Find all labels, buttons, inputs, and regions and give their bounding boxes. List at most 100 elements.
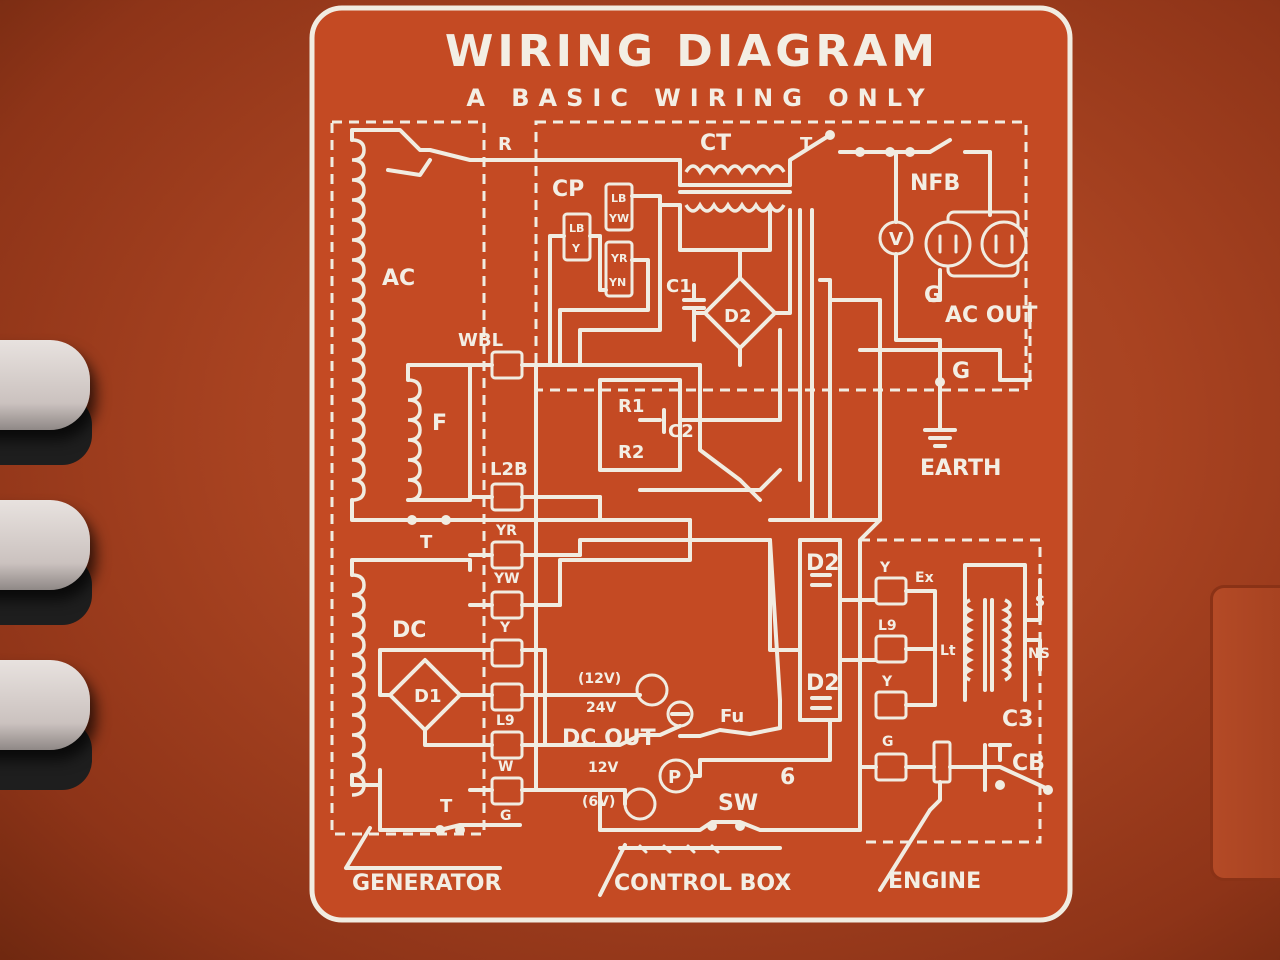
wire bbox=[963, 150, 992, 217]
svg-text:YW: YW bbox=[608, 212, 629, 225]
wire bbox=[534, 363, 547, 792]
wire bbox=[558, 693, 642, 806]
wire bbox=[350, 498, 692, 522]
label-dc-out: DC OUT bbox=[562, 726, 656, 751]
label-v: V bbox=[889, 229, 903, 250]
wire bbox=[690, 718, 832, 778]
diode-pair bbox=[810, 573, 832, 710]
field-winding bbox=[407, 378, 422, 502]
label-fu: Fu bbox=[720, 706, 744, 727]
wire bbox=[798, 538, 842, 722]
wire bbox=[543, 724, 682, 747]
label-l2b: L2B bbox=[490, 459, 528, 480]
label-r2: R2 bbox=[618, 442, 644, 463]
section-control-box: CONTROL BOX bbox=[614, 871, 791, 896]
label-earth: EARTH bbox=[920, 456, 1001, 481]
wire bbox=[904, 589, 937, 707]
label-r1: R1 bbox=[618, 396, 644, 417]
diagram-subtitle: A BASIC WIRING ONLY bbox=[466, 84, 933, 112]
label-c1: C1 bbox=[666, 276, 692, 297]
label-p: P bbox=[668, 767, 681, 788]
earth-symbol bbox=[923, 380, 957, 448]
label-ac-out: AC OUT bbox=[945, 303, 1037, 328]
label-t-bottom: T bbox=[440, 796, 453, 817]
wire bbox=[678, 328, 782, 422]
wire bbox=[798, 208, 814, 522]
engine-divider bbox=[878, 808, 932, 892]
engine-boundary bbox=[860, 538, 1042, 844]
regulator-circuit bbox=[598, 378, 682, 472]
wire bbox=[818, 278, 832, 522]
dc-winding bbox=[351, 573, 366, 797]
wire bbox=[858, 348, 1032, 382]
wire bbox=[558, 258, 650, 367]
label-wbl: WBL bbox=[458, 330, 503, 351]
label-cb: CB bbox=[1012, 751, 1045, 776]
wire bbox=[858, 518, 882, 832]
ignition-coil bbox=[963, 563, 1027, 702]
label-12v: 12V bbox=[588, 760, 618, 776]
label-y: Y bbox=[499, 620, 511, 636]
wire bbox=[928, 268, 942, 302]
label-12v-top: (12V) bbox=[578, 671, 621, 687]
wire bbox=[768, 538, 842, 652]
outlet-socket-left bbox=[924, 220, 972, 268]
wire bbox=[350, 768, 382, 787]
wire bbox=[578, 194, 662, 367]
svg-text:YR: YR bbox=[610, 252, 628, 265]
label-y-eng: Y bbox=[879, 560, 891, 576]
wire bbox=[698, 363, 762, 502]
dc-outlet-12v bbox=[635, 673, 669, 707]
outlet-socket-right bbox=[980, 220, 1028, 268]
wire bbox=[428, 148, 682, 162]
label-sw: SW bbox=[718, 791, 758, 816]
label-dc: DC bbox=[392, 618, 426, 643]
wire bbox=[928, 780, 942, 812]
label-t-top: T bbox=[800, 134, 813, 155]
wire bbox=[1023, 578, 1042, 672]
wire bbox=[350, 128, 432, 152]
wire bbox=[658, 203, 772, 252]
label-y2-eng: Y bbox=[881, 674, 893, 690]
label-g: G bbox=[500, 808, 512, 824]
wire bbox=[638, 468, 782, 492]
svg-text:Y: Y bbox=[571, 242, 581, 255]
cp-switch-block bbox=[562, 182, 634, 298]
section-engine: ENGINE bbox=[888, 869, 981, 894]
svg-text:LB: LB bbox=[611, 192, 626, 205]
label-d2-mid: D2 bbox=[806, 551, 840, 576]
side-knob-2 bbox=[0, 500, 90, 590]
wire bbox=[350, 558, 472, 577]
engine-switch bbox=[932, 740, 952, 784]
label-r: R bbox=[498, 134, 512, 155]
label-lt: Lt bbox=[940, 643, 956, 659]
label-yw: YW bbox=[493, 571, 520, 587]
current-transformer bbox=[678, 164, 792, 213]
diagram-title: WIRING DIAGRAM bbox=[445, 26, 939, 77]
label-f: F bbox=[432, 411, 447, 436]
svg-text:YN: YN bbox=[608, 276, 626, 289]
label-d2-low: D2 bbox=[806, 671, 840, 696]
wire bbox=[588, 234, 608, 292]
side-knob-3 bbox=[0, 660, 90, 750]
label-g2: G bbox=[952, 359, 970, 384]
section-generator: GENERATOR bbox=[352, 871, 501, 896]
wire bbox=[768, 298, 882, 522]
label-g-eng: G bbox=[882, 734, 894, 750]
wire bbox=[548, 234, 566, 367]
control-box-divider bbox=[598, 843, 627, 897]
label-ex: Ex bbox=[915, 570, 934, 586]
fuse-wire bbox=[678, 538, 782, 738]
label-l9-eng: L9 bbox=[878, 618, 897, 634]
wire bbox=[378, 648, 492, 747]
generator-divider bbox=[344, 826, 502, 870]
label-yr: YR bbox=[495, 523, 517, 539]
engine-terminals bbox=[874, 576, 908, 782]
label-d2-top: D2 bbox=[724, 306, 751, 327]
ac-winding bbox=[351, 138, 366, 502]
capacitor-c1 bbox=[682, 283, 706, 342]
label-ct: CT bbox=[700, 131, 731, 156]
label-c3: C3 bbox=[1002, 707, 1033, 732]
